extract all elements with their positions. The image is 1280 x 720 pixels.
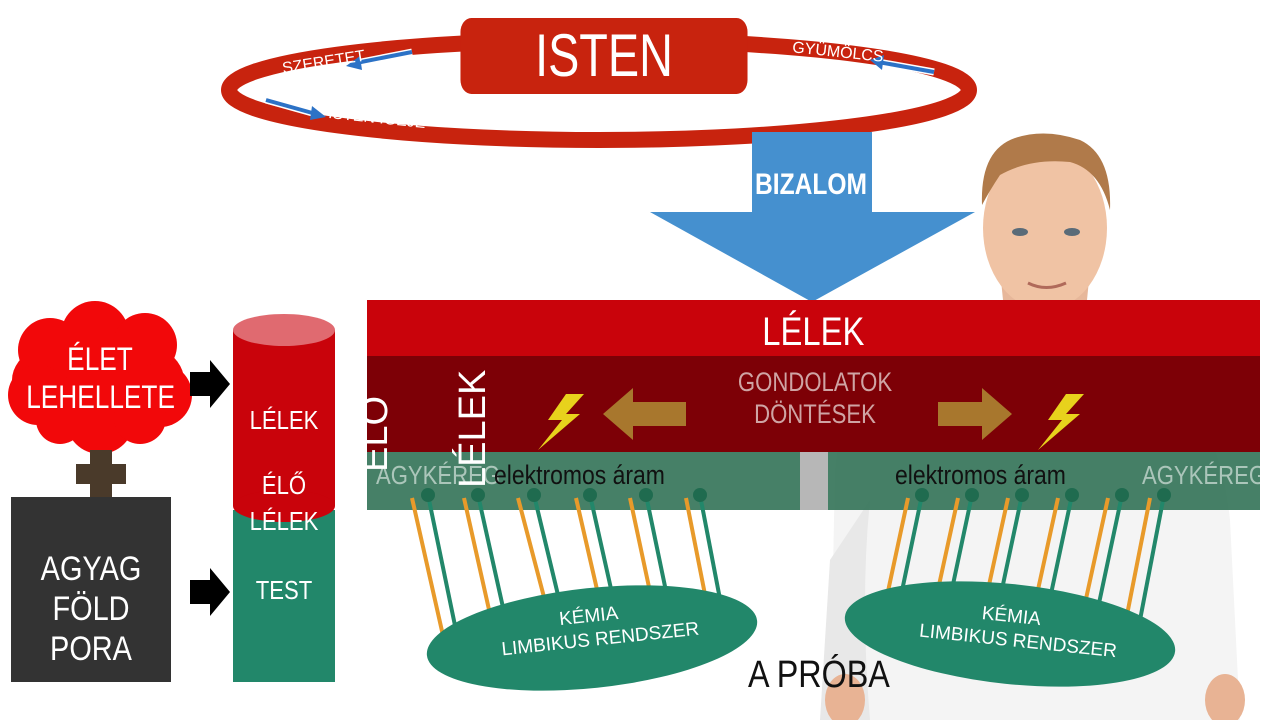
aram-right-label: elektromos áram: [895, 460, 1066, 490]
gondolatok-label: GONDOLATOK: [737, 367, 893, 397]
gondolatok-dontesek-label: GONDOLATOK DÖNTÉSEK: [704, 366, 925, 430]
bizalom-arrow: [650, 132, 975, 302]
elet-lehellete-label: ÉLET LEHELLETE: [26, 340, 175, 416]
dontesek-label: DÖNTÉSEK: [754, 399, 876, 429]
ring-arrow-isten-igeje: [265, 96, 326, 120]
isten-box: ISTEN: [460, 18, 748, 94]
agykereg-left-label: AGYKÉREG: [376, 460, 501, 490]
cloud-icon: [8, 301, 192, 454]
plus-icon: [76, 450, 126, 498]
agykereg-gap: [800, 452, 828, 510]
isten-label: ISTEN: [535, 22, 673, 89]
bizalom-label: BIZALOM: [754, 168, 868, 201]
thoughts-band: [367, 356, 1260, 452]
arrow-right-black-icon: [190, 360, 230, 408]
elet-text: ÉLET: [67, 341, 133, 377]
ring-arrow-gyumolcs: [870, 55, 935, 76]
cyl-lelek-label: LÉLEK: [249, 405, 319, 435]
lelek-header-label: LÉLEK: [762, 310, 865, 354]
cyl-elo-label: ÉLŐ: [261, 470, 307, 500]
cylinder-icon: [233, 314, 335, 682]
lelek-header: LÉLEK: [367, 300, 1260, 356]
agykereg-right-bar: [828, 452, 1260, 510]
limbic-right-ellipse: [844, 581, 1176, 687]
aram-left-label: elektromos áram: [494, 460, 665, 490]
lehellete-text: LEHELLETE: [26, 379, 175, 415]
agykereg-left-bar: [367, 452, 800, 510]
ring-arrow-szeretet: [346, 48, 413, 70]
proba-label: A PRÓBA: [748, 654, 890, 696]
lightning-icon: [1038, 394, 1084, 450]
cyl-elo-lelek-label: LÉLEK: [249, 506, 319, 536]
arrow-left-icon: [603, 388, 686, 440]
cyl-test-label: TEST: [255, 575, 313, 605]
agyag-text: AGYAG: [40, 550, 142, 588]
lightning-icon: [538, 394, 584, 450]
agyag-box: AGYAG FÖLD PORA: [11, 497, 171, 682]
arrow-right-icon: [938, 388, 1012, 440]
agykereg-right-label: AGYKÉREG: [1142, 460, 1267, 490]
arrow-right-black-icon: [190, 568, 230, 616]
limbic-left-ellipse: [426, 585, 758, 691]
fold-pora-text: FÖLD PORA: [50, 590, 132, 668]
